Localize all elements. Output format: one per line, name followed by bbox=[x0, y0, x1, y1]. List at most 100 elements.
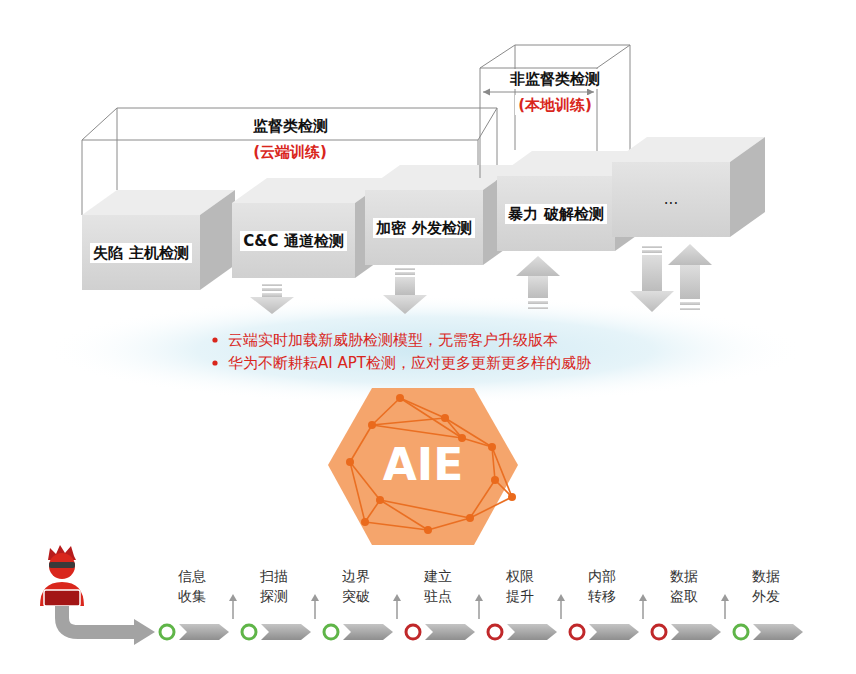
block-arrows-part bbox=[383, 295, 427, 314]
block-arrows-part bbox=[528, 307, 548, 309]
network-line bbox=[400, 398, 462, 438]
small-up-arrow-head bbox=[721, 594, 729, 601]
stage-status-dot bbox=[734, 625, 748, 639]
block-arrows-part bbox=[668, 244, 712, 265]
cube-front-face bbox=[612, 162, 730, 237]
hacker-icon-part bbox=[40, 582, 84, 606]
attack-stage-label: 内部 转移 bbox=[588, 566, 616, 606]
small-up-arrow bbox=[724, 600, 726, 619]
network-dot bbox=[441, 414, 449, 422]
attack-stage-label: 信息 收集 bbox=[178, 566, 206, 606]
attack-flow-arrow bbox=[62, 606, 155, 645]
span-line bbox=[483, 92, 594, 93]
small-up-arrow bbox=[314, 600, 316, 619]
network-dot bbox=[508, 493, 516, 501]
attack-flow-arrow-part bbox=[62, 606, 136, 632]
network-line bbox=[350, 462, 380, 500]
small-up-arrow-head bbox=[311, 594, 319, 601]
stage-status-dot bbox=[160, 625, 174, 639]
block-arrows-part bbox=[516, 256, 560, 276]
network-dot bbox=[424, 526, 432, 534]
block-arrows-part bbox=[680, 265, 700, 299]
network-dot bbox=[368, 421, 376, 429]
frame-heading: (本地训练) bbox=[515, 95, 595, 115]
block-arrows-part bbox=[395, 272, 415, 275]
block-arrows-part bbox=[395, 268, 415, 270]
bullet-dots-part bbox=[212, 337, 217, 342]
frame-line bbox=[480, 45, 515, 68]
network-line bbox=[372, 425, 462, 438]
stage-status-dot bbox=[652, 625, 666, 639]
block-arrows-part bbox=[642, 255, 662, 291]
attack-stage-label: 数据 外发 bbox=[752, 566, 780, 606]
small-up-arrow-head bbox=[393, 594, 401, 601]
block-arrows-part bbox=[630, 291, 674, 312]
frame-line bbox=[515, 45, 630, 152]
supervised-frame: 监督类检测 (云端训练) 失陷 主机检测 C&C 通道检测加密 外发检测 bbox=[82, 104, 502, 294]
bullet-dots-part bbox=[212, 360, 217, 365]
cube-label: 暴力 破解检测 bbox=[505, 204, 606, 224]
network-dot bbox=[346, 458, 354, 466]
cube-front-face bbox=[365, 190, 483, 265]
stage-status-dot bbox=[242, 625, 256, 639]
aie-engine: AIE bbox=[328, 385, 518, 545]
cube-front-face bbox=[82, 215, 200, 290]
block-arrows-part bbox=[262, 284, 282, 286]
block-arrows-part bbox=[642, 250, 662, 253]
frame-heading: 监督类检测 bbox=[250, 116, 331, 136]
block-arrows-part bbox=[642, 246, 662, 248]
cube-side-face bbox=[200, 190, 235, 290]
engine-name: AIE bbox=[383, 443, 463, 487]
detection-cube: C&C 通道检测 bbox=[232, 203, 355, 278]
kill-chain bbox=[160, 594, 803, 640]
block-arrows-part bbox=[528, 276, 548, 298]
frame-line bbox=[597, 45, 630, 68]
chain-chevron bbox=[753, 624, 803, 640]
small-up-arrow-head bbox=[229, 594, 237, 601]
small-up-arrow bbox=[560, 600, 562, 619]
network-dot bbox=[466, 514, 474, 522]
chain-chevron bbox=[343, 624, 393, 640]
cube-label: 失陷 主机检测 bbox=[90, 243, 191, 263]
cube-front-face bbox=[497, 176, 615, 251]
network-line bbox=[372, 418, 445, 425]
block-arrows-part bbox=[680, 308, 700, 310]
block-arrows-part bbox=[250, 297, 294, 314]
small-up-arrow-head bbox=[557, 594, 565, 601]
network-line bbox=[462, 438, 492, 447]
attack-stage-label: 扫描 探测 bbox=[260, 566, 288, 606]
attack-stage-label: 数据 盗取 bbox=[670, 566, 698, 606]
hacker-icon-part bbox=[44, 590, 80, 606]
stage-status-dot bbox=[324, 625, 338, 639]
network-line bbox=[350, 425, 372, 462]
small-up-arrow bbox=[396, 600, 398, 619]
attack-stage-label: 建立 驻点 bbox=[424, 566, 452, 606]
frame-heading: 非监督类检测 bbox=[507, 69, 603, 89]
network-dot bbox=[361, 518, 369, 526]
detection-cube: 失陷 主机检测 bbox=[82, 215, 200, 290]
cube-label: 加密 外发检测 bbox=[373, 218, 474, 238]
frame-heading: (云端训练) bbox=[250, 142, 330, 162]
cube-label: ... bbox=[664, 187, 678, 212]
block-arrows-part bbox=[528, 301, 548, 304]
small-up-arrow bbox=[478, 600, 480, 619]
chain-chevron bbox=[589, 624, 639, 640]
detection-cube: 加密 外发检测 bbox=[365, 190, 483, 265]
hexagon-fill bbox=[328, 388, 518, 545]
network-line bbox=[380, 500, 428, 530]
stage-status-dot bbox=[406, 625, 420, 639]
network-dot bbox=[396, 394, 404, 402]
attack-stage-label: 权限 提升 bbox=[506, 566, 534, 606]
frame-line bbox=[82, 108, 117, 140]
bullet-note: 云端实时加载新威胁检测模型，无需客户升级版本 bbox=[228, 329, 558, 351]
small-up-arrow-head bbox=[475, 594, 483, 601]
network-dot bbox=[376, 496, 384, 504]
stage-status-dot bbox=[570, 625, 584, 639]
block-arrows-part bbox=[395, 277, 415, 295]
detection-cube: ... bbox=[612, 162, 730, 237]
hacker-icon-part bbox=[49, 562, 75, 568]
network-line bbox=[492, 447, 495, 480]
frame-line bbox=[478, 108, 497, 140]
attack-flow-arrow-part bbox=[134, 619, 155, 645]
small-up-arrow bbox=[232, 600, 234, 619]
